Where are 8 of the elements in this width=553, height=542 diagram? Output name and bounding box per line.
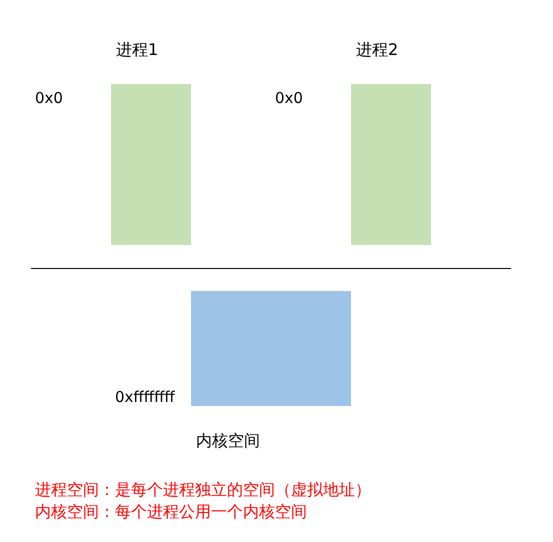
note-text: 内核空间：每个进程公用一个内核空间 — [35, 502, 307, 523]
process-title: 进程2 — [356, 40, 398, 61]
address-label: 0xffffffff — [115, 388, 175, 406]
address-label: 0x0 — [35, 89, 63, 107]
address-label: 0x0 — [275, 89, 303, 107]
kernel-title: 内核空间 — [196, 431, 260, 452]
note-text: 进程空间：是每个进程独立的空间（虚拟地址） — [35, 480, 371, 501]
process-title: 进程1 — [116, 40, 158, 61]
